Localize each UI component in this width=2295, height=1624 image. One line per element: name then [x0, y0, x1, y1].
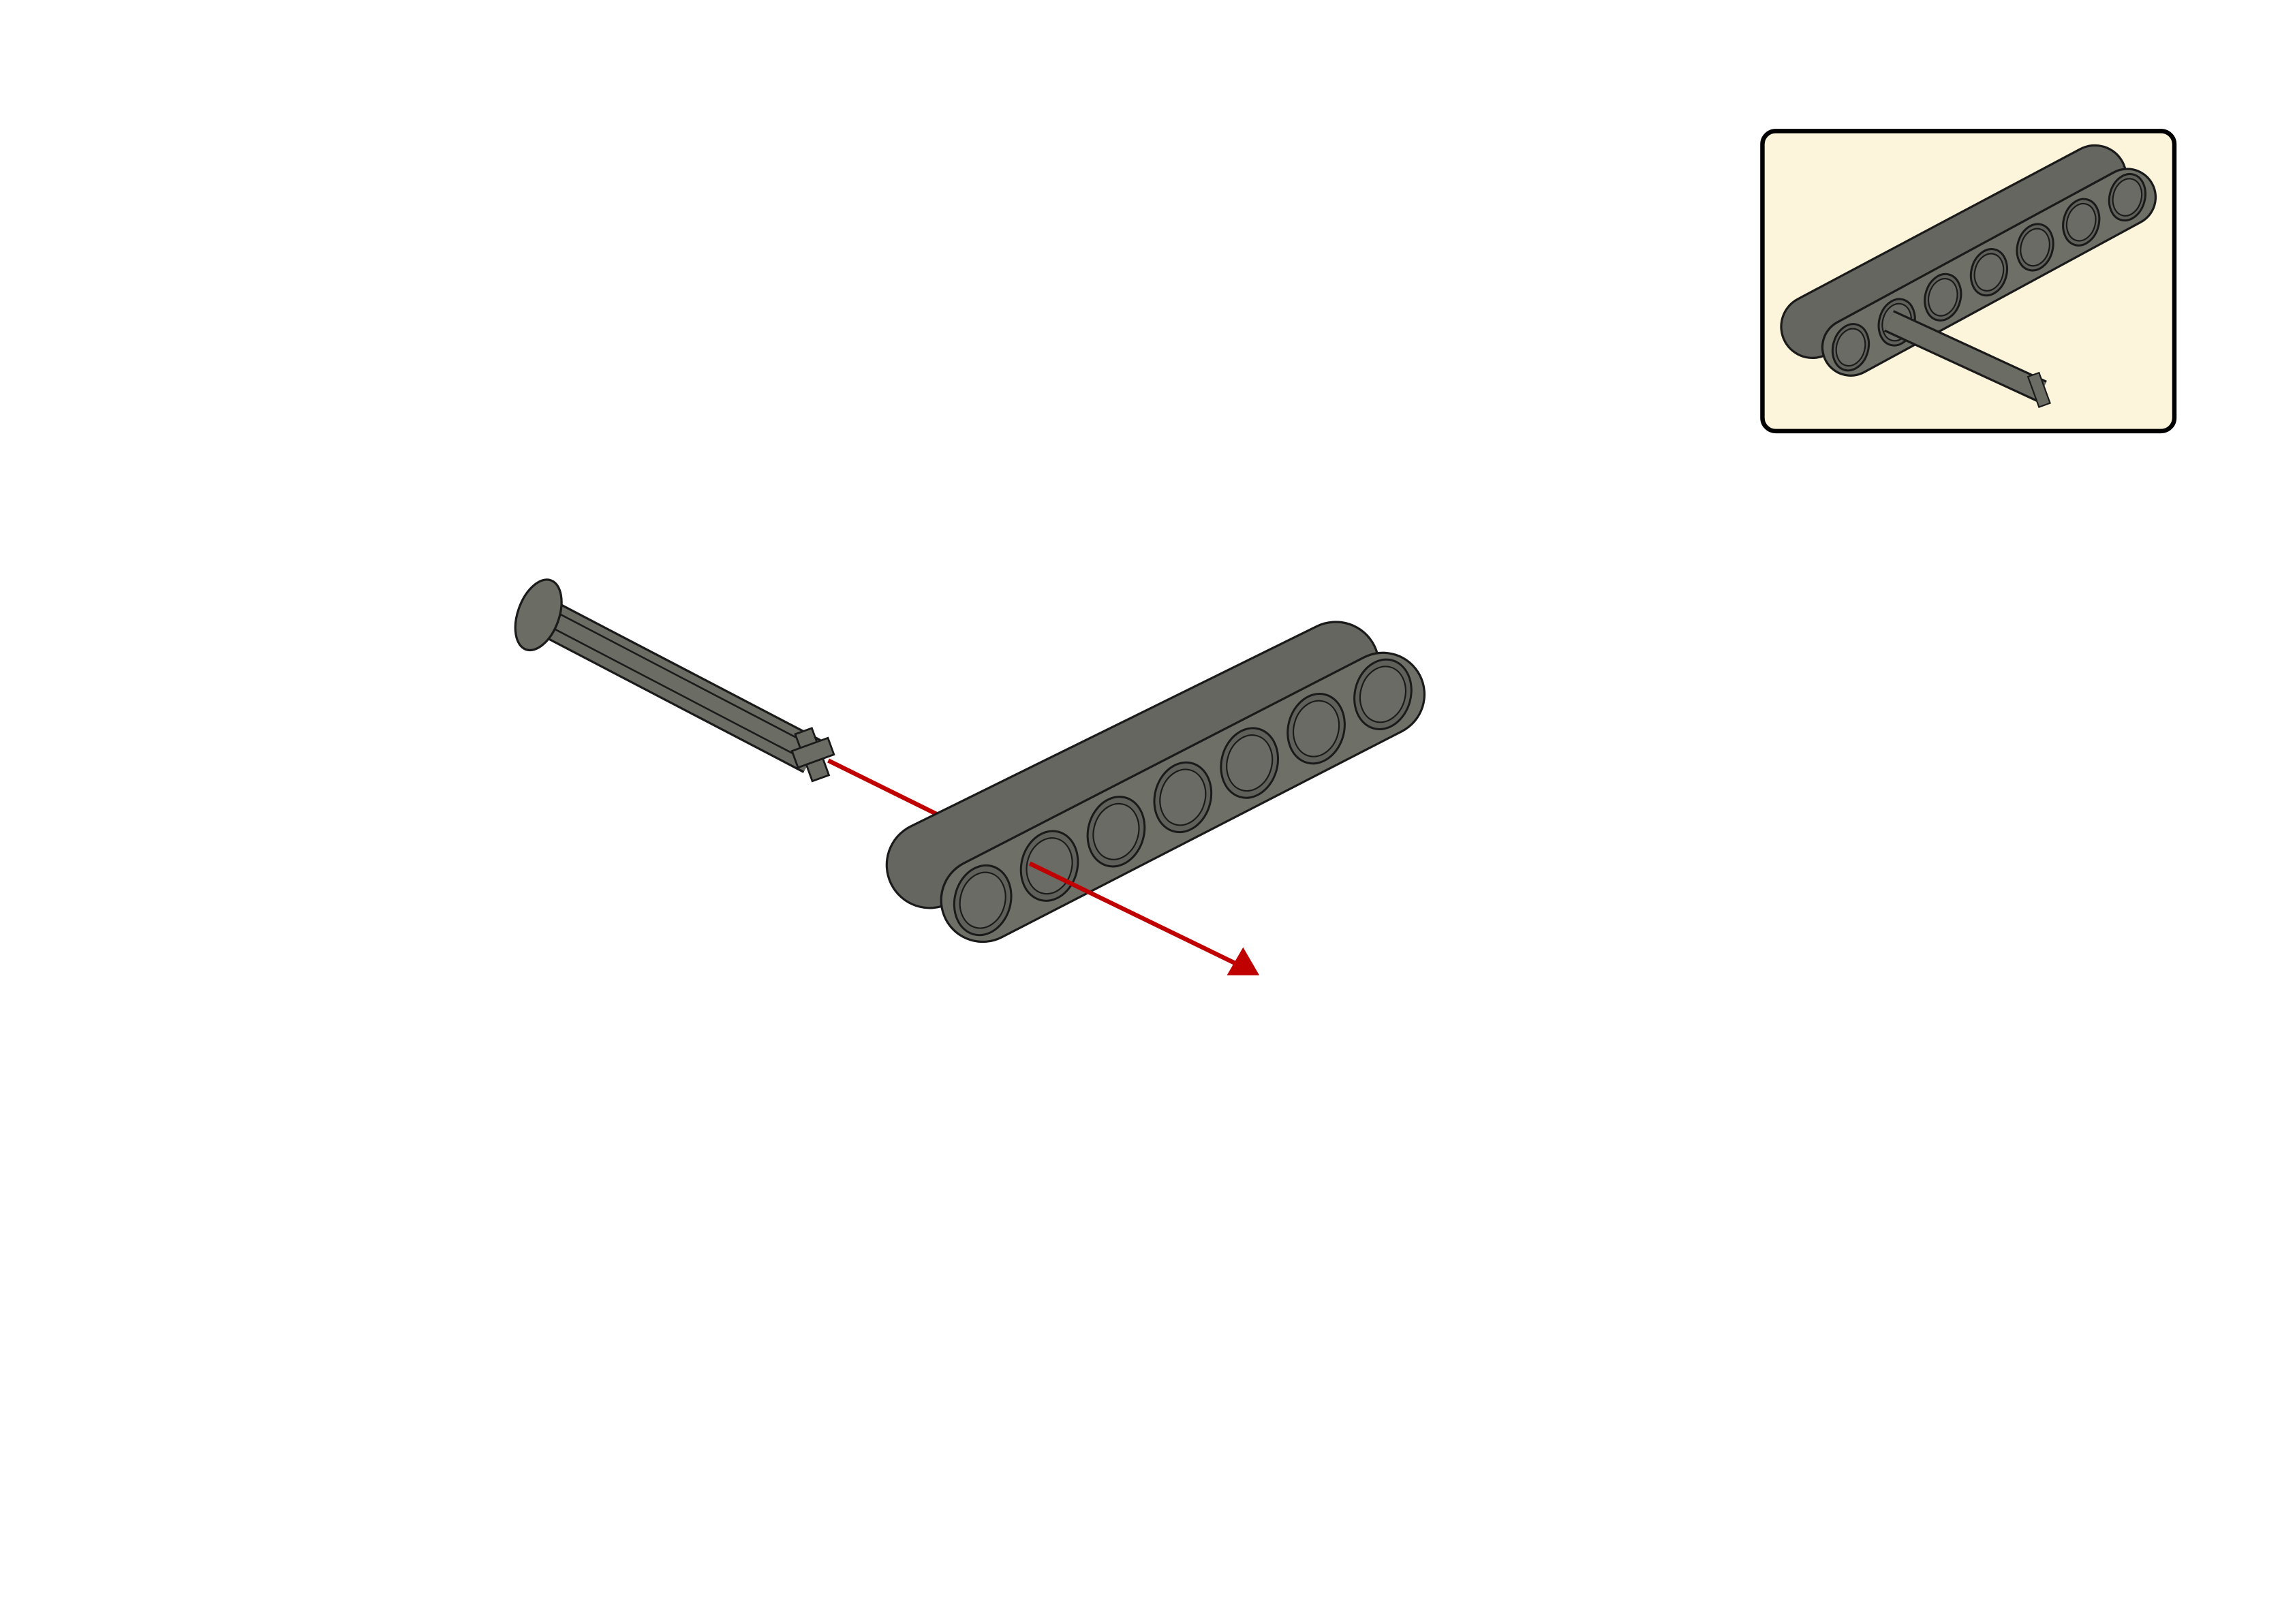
beam-hole	[1359, 666, 1406, 723]
beam-hole	[1226, 734, 1274, 792]
beam-hole	[959, 871, 1006, 929]
beam-hole	[1159, 768, 1207, 826]
beam-hole	[1927, 278, 1958, 317]
beam-hole	[1973, 253, 2005, 292]
beam-hole	[2020, 228, 2050, 267]
motion-arrow-tail	[827, 758, 955, 825]
axle-part	[514, 578, 835, 783]
axle-stop-disc	[514, 578, 563, 652]
beam-hole	[2065, 202, 2097, 242]
result-callout	[1760, 129, 2177, 434]
arrow-head-icon	[1227, 947, 1260, 975]
beam-hole	[1835, 328, 1866, 367]
beam-holes	[953, 658, 1413, 937]
motion-arrow	[1028, 861, 1260, 975]
beam-hole	[2112, 178, 2143, 217]
beam-part	[885, 621, 1426, 943]
beam-hole	[1293, 700, 1340, 758]
callout-axle	[1883, 310, 2051, 409]
axle-cross-end	[790, 727, 835, 783]
beam-hole	[1092, 802, 1140, 860]
